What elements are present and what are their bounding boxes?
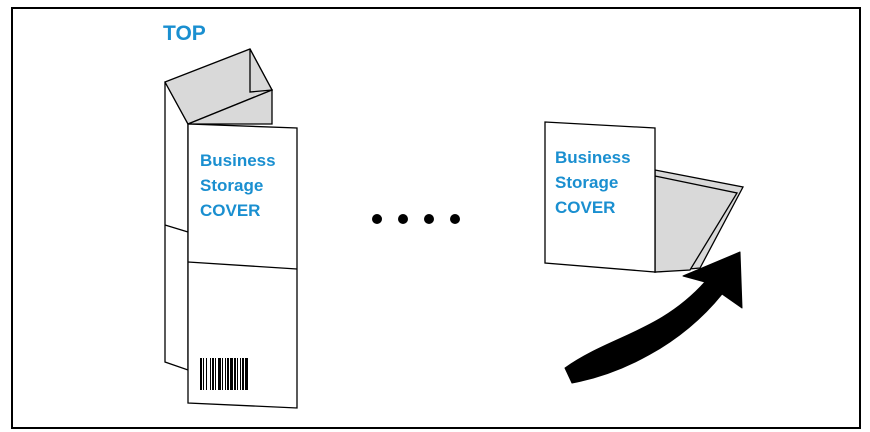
barcode-bar (210, 358, 211, 390)
ellipsis-dot (398, 214, 408, 224)
barcode-bar (212, 358, 214, 390)
barcode-icon (200, 358, 248, 390)
ellipsis-dot (450, 214, 460, 224)
ellipsis-dot (424, 214, 434, 224)
curved-arrow-icon (564, 251, 743, 384)
barcode-bar (222, 358, 223, 390)
left-cover-line-1: Business (200, 151, 276, 170)
right-cover-line-1: Business (555, 148, 631, 167)
barcode-bar (215, 358, 216, 390)
barcode-bar (200, 358, 202, 390)
booklet-fold-edge (249, 48, 274, 93)
folded-booklet-right: Business Storage COVER (544, 121, 744, 273)
barcode-bar (240, 358, 241, 390)
barcode-bar (230, 358, 233, 390)
folded-booklet-left: Business Storage COVER (164, 48, 298, 409)
barcode-bar (245, 358, 248, 390)
booklet-crease-back (164, 224, 189, 233)
barcode-bar (237, 358, 238, 390)
ellipsis-dot (372, 214, 382, 224)
frame-border (11, 7, 861, 429)
booklet-inner-fold (187, 89, 273, 125)
right-cover-line-3: COVER (555, 198, 615, 217)
barcode-bar (218, 358, 221, 390)
ellipsis-dots (372, 214, 460, 224)
left-cover-line-3: COVER (200, 201, 260, 220)
barcode-bar (225, 358, 226, 390)
barcode-bar (234, 358, 236, 390)
right-cover-line-2: Storage (555, 173, 618, 192)
top-label: TOP (163, 22, 206, 45)
barcode-bar (206, 358, 207, 390)
barcode-bar (242, 358, 244, 390)
booklet-cover-right (544, 121, 656, 273)
barcode-bar (203, 358, 204, 390)
barcode-bar (227, 358, 229, 390)
booklet-crease-front (187, 261, 298, 270)
left-cover-line-2: Storage (200, 176, 263, 195)
